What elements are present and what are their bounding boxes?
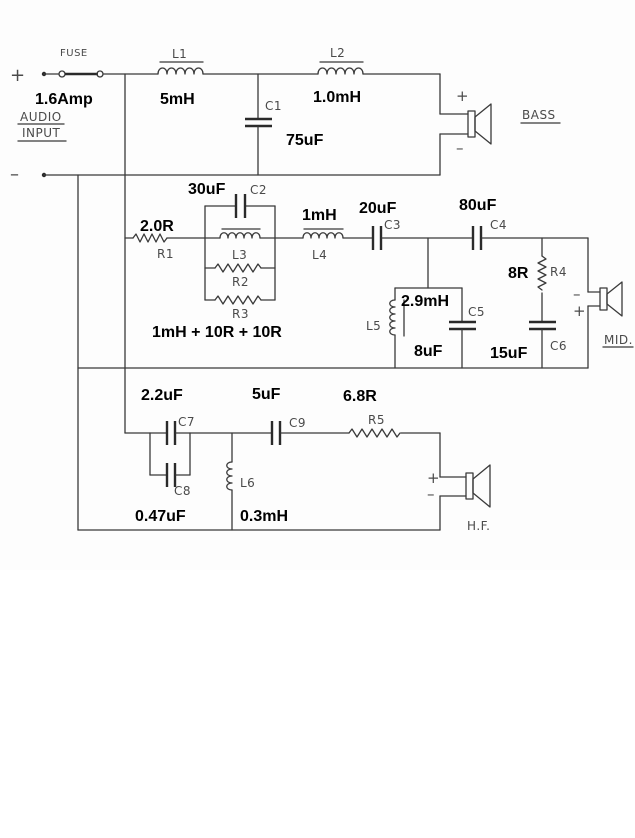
c9-capacitor-icon <box>270 421 282 445</box>
l2-value: 1.0mH <box>313 89 361 106</box>
c5-value: 8uF <box>414 343 443 360</box>
mid-label: MID. <box>604 333 633 347</box>
c3-ref: C3 <box>384 218 401 232</box>
c8-ref: C8 <box>174 484 191 498</box>
mid-speaker-icon <box>599 281 623 317</box>
l5-inductor-icon <box>389 299 405 337</box>
c1-capacitor-icon <box>245 117 272 128</box>
r3-resistor-icon <box>214 295 262 305</box>
r2-resistor-icon <box>214 263 262 273</box>
l6-inductor-icon <box>226 461 233 491</box>
c5-capacitor-icon <box>449 320 476 331</box>
l3-ref: L3 <box>232 248 247 262</box>
l5-ref: L5 <box>366 319 381 333</box>
input-label: INPUT <box>22 126 61 140</box>
mid-plus: + <box>573 302 586 320</box>
bass-minus: – <box>456 139 464 157</box>
c2-capacitor-icon <box>234 194 247 218</box>
r2-ref: R2 <box>232 275 249 289</box>
bass-plus: + <box>456 87 469 105</box>
r3-ref: R3 <box>232 307 249 321</box>
network-note: 1mH + 10R + 10R <box>152 324 282 341</box>
c2-value: 30uF <box>188 181 226 198</box>
c7-capacitor-icon <box>165 421 177 445</box>
l1-ref: L1 <box>172 47 187 61</box>
bass-label: BASS <box>522 108 556 122</box>
c2-ref: C2 <box>250 183 267 197</box>
l4-inductor-icon <box>302 228 344 239</box>
schematic-sheet: + – AUDIO INPUT FUSE 1.6Amp L1 5mH L2 1.… <box>10 46 634 533</box>
c4-ref: C4 <box>490 218 507 232</box>
fuse-ref: FUSE <box>60 48 88 59</box>
c6-value: 15uF <box>490 345 528 362</box>
l3-inductor-icon <box>219 228 261 239</box>
mid-minus: – <box>573 285 581 303</box>
hf-speaker-icon <box>465 464 491 508</box>
c1-ref: C1 <box>265 99 282 113</box>
l1-inductor-icon <box>157 61 204 75</box>
c4-value: 80uF <box>459 197 497 214</box>
c3-capacitor-icon <box>371 226 383 250</box>
c5-ref: C5 <box>468 305 485 319</box>
c8-capacitor-icon <box>165 463 177 487</box>
hf-plus: + <box>427 469 440 487</box>
hf-label: H.F. <box>467 519 490 533</box>
r4-resistor-icon <box>537 255 547 291</box>
r5-ref: R5 <box>368 413 385 427</box>
input-plus-sign: + <box>10 65 26 86</box>
l6-ref: L6 <box>240 476 255 490</box>
c9-value: 5uF <box>252 386 281 403</box>
c6-ref: C6 <box>550 339 567 353</box>
input-minus-sign: – <box>10 164 20 185</box>
l4-ref: L4 <box>312 248 327 262</box>
c7-ref: C7 <box>178 415 195 429</box>
c3-value: 20uF <box>359 200 397 217</box>
l6-value: 0.3mH <box>240 508 288 525</box>
l1-value: 5mH <box>160 91 195 108</box>
r4-ref: R4 <box>550 265 567 279</box>
bass-speaker-icon <box>467 103 492 145</box>
r4-value: 8R <box>508 265 529 282</box>
fuse-value: 1.6Amp <box>35 91 93 108</box>
l2-ref: L2 <box>330 46 345 60</box>
c1-value: 75uF <box>286 132 324 149</box>
c8-value: 0.47uF <box>135 508 186 525</box>
r1-ref: R1 <box>157 247 174 261</box>
r5-resistor-icon <box>348 428 401 438</box>
l2-inductor-icon <box>317 61 364 75</box>
c6-capacitor-icon <box>529 320 556 331</box>
c4-capacitor-icon <box>471 226 483 250</box>
r1-resistor-icon <box>132 233 168 243</box>
fuse-icon <box>58 70 104 78</box>
c7-value: 2.2uF <box>141 387 183 404</box>
hf-minus: – <box>427 485 435 503</box>
r1-value: 2.0R <box>140 218 174 235</box>
l5-value: 2.9mH <box>401 293 449 310</box>
l4-value: 1mH <box>302 207 337 224</box>
audio-label: AUDIO <box>20 110 62 124</box>
c9-ref: C9 <box>289 416 306 430</box>
crossover-schematic: + – AUDIO INPUT FUSE 1.6Amp L1 5mH L2 1.… <box>10 46 634 533</box>
r5-value: 6.8R <box>343 388 377 405</box>
